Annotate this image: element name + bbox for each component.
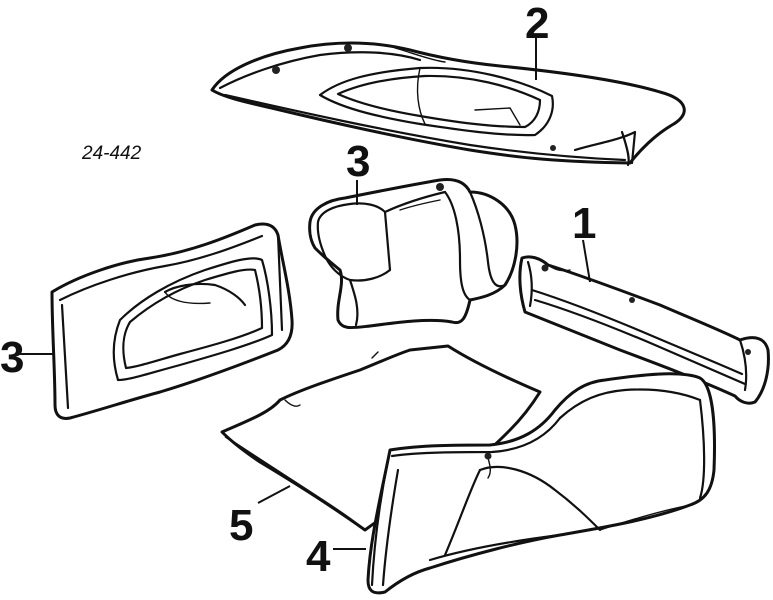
callout-rear-panel-trim: 1 [572,199,596,248]
callout-trunk-side-trim-left: 3 [0,333,24,382]
leader-lines [20,38,591,550]
callout-floor-mat: 5 [229,501,253,550]
wheel-arch-liner-part [366,372,716,595]
figure-number: 24-442 [81,143,142,164]
callout-parcel-shelf: 2 [525,0,549,48]
trunk-side-trim-center-part [308,178,519,330]
floor-mat-part [220,344,542,532]
callout-wheel-arch-liner: 4 [306,532,331,581]
callout-trunk-side-trim-center: 3 [346,137,370,186]
parcel-shelf-part [210,41,686,167]
trunk-side-trim-left-part [50,222,294,420]
